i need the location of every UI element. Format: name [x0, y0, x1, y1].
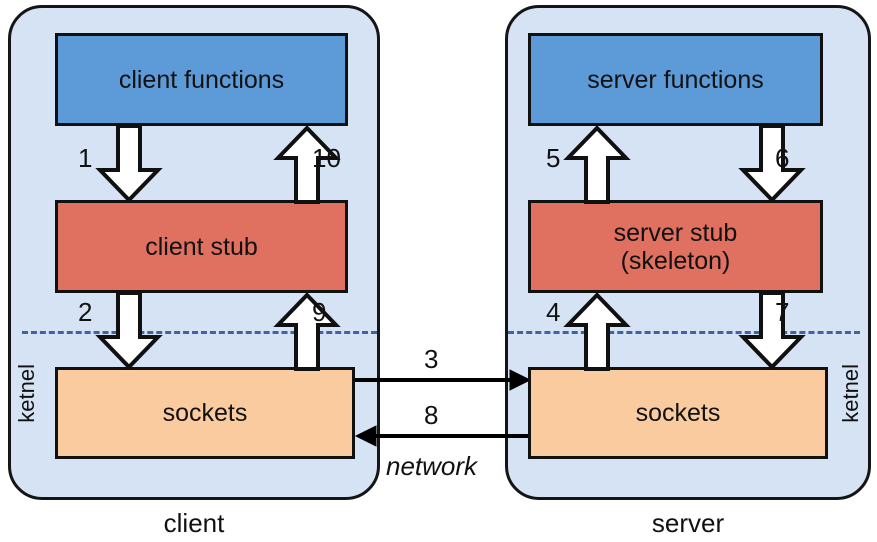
- step-number-9: 9: [312, 297, 327, 327]
- server-stub-label-line2: (skeleton): [620, 246, 731, 275]
- step-number-6: 6: [775, 143, 790, 173]
- client-stub-box: client stub: [55, 200, 348, 293]
- arrow-server-stub-to-sockets: [737, 291, 807, 370]
- network-reply-step-number: 8: [424, 400, 439, 430]
- network-request-arrow: [352, 368, 534, 392]
- arrow-client-functions-to-stub: [94, 124, 164, 203]
- server-stub-box: server stub (skeleton): [528, 200, 823, 293]
- server-caption: server: [651, 508, 725, 538]
- client-caption: client: [163, 508, 225, 538]
- step-number-10: 10: [312, 143, 341, 173]
- arrow-client-sockets-to-stub: [272, 292, 342, 371]
- network-reply-arrow: [352, 424, 534, 448]
- server-kernel-label: ketnel: [838, 364, 863, 423]
- client-kernel-divider: [22, 331, 377, 334]
- server-stub-label-line1: server stub: [613, 218, 738, 247]
- arrow-server-functions-to-stub: [737, 124, 807, 203]
- network-label: network: [386, 451, 478, 481]
- step-number-7: 7: [775, 297, 790, 327]
- step-number-4: 4: [546, 297, 561, 327]
- arrow-server-stub-to-functions: [562, 125, 632, 204]
- server-functions-box: server functions: [528, 33, 823, 126]
- step-number-5: 5: [546, 143, 561, 173]
- server-sockets-box: sockets: [528, 367, 828, 459]
- client-kernel-label: ketnel: [14, 364, 39, 423]
- step-number-1: 1: [78, 143, 93, 173]
- step-number-2: 2: [78, 297, 93, 327]
- arrow-client-stub-to-functions: [272, 125, 342, 204]
- client-functions-box: client functions: [55, 33, 348, 126]
- client-sockets-box: sockets: [55, 367, 355, 459]
- arrow-client-stub-to-sockets: [94, 291, 164, 370]
- server-kernel-divider: [508, 331, 860, 334]
- arrow-server-sockets-to-stub: [562, 292, 632, 371]
- network-request-step-number: 3: [424, 344, 439, 374]
